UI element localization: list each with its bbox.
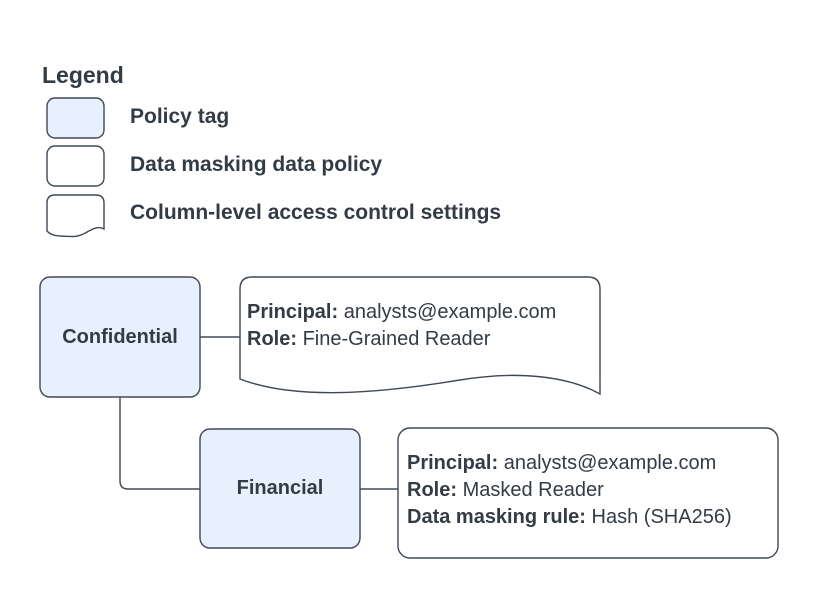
legend-item-policy-tag-label: Policy tag xyxy=(130,105,230,128)
legend-item-column-access-label: Column-level access control settings xyxy=(130,201,502,224)
legend-swatch-data-masking-policy-shape xyxy=(46,145,105,187)
financial-data-policy-shape xyxy=(397,427,779,559)
role-label: Role: xyxy=(407,479,457,501)
principal-label: Principal: xyxy=(247,301,339,323)
policy-tag-confidential-label: Confidential xyxy=(62,325,178,348)
role-line: Role:Fine-Grained Reader xyxy=(247,326,556,353)
role-value: Fine-Grained Reader xyxy=(302,328,491,350)
connector-confidential-to-financial xyxy=(119,397,200,490)
principal-line: Principal:analysts@example.com xyxy=(247,299,556,326)
confidential-access-settings-text: Principal:analysts@example.com Role:Fine… xyxy=(247,299,556,353)
principal-value: analysts@example.com xyxy=(503,452,717,474)
confidential-access-settings-shape xyxy=(239,276,601,396)
policy-tag-confidential-shape xyxy=(39,276,201,398)
role-line: Role:Masked Reader xyxy=(407,477,732,504)
data-masking-rule-line: Data masking rule:Hash (SHA256) xyxy=(407,504,732,531)
policy-tag-financial-shape xyxy=(199,428,361,549)
principal-line: Principal:analysts@example.com xyxy=(407,450,732,477)
financial-data-policy-text: Principal:analysts@example.com Role:Mask… xyxy=(407,450,732,531)
legend-swatch-policy-tag-shape xyxy=(46,97,105,139)
principal-value: analysts@example.com xyxy=(343,301,557,323)
principal-label: Principal: xyxy=(407,452,499,474)
legend-title: Legend xyxy=(42,62,124,88)
data-masking-rule-label: Data masking rule: xyxy=(407,506,586,528)
policy-tag-financial-label: Financial xyxy=(236,477,324,499)
role-label: Role: xyxy=(247,328,297,350)
role-value: Masked Reader xyxy=(462,479,604,501)
legend-swatch-column-access-shape xyxy=(46,194,105,238)
data-masking-rule-value: Hash (SHA256) xyxy=(591,506,732,528)
legend-item-data-masking-policy-label: Data masking data policy xyxy=(130,153,383,176)
